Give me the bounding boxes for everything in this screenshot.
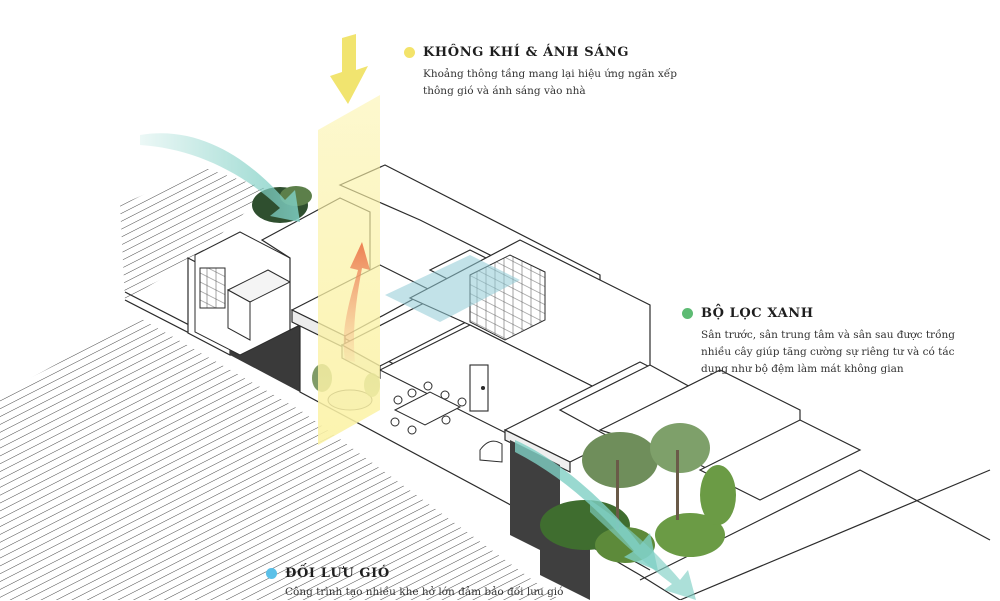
lounge-chair xyxy=(479,440,503,463)
legend-dot-blue-icon xyxy=(266,568,277,579)
annotation-title: KHÔNG KHÍ & ÁNH SÁNG xyxy=(423,45,630,60)
annotation-text: Công trình tạo nhiều khe hở lớn đảm bảo … xyxy=(285,586,564,598)
ground-hatching xyxy=(0,168,560,600)
legend-dot-green-icon xyxy=(682,308,693,319)
stack-ventilation-arrow xyxy=(343,242,370,362)
annotation-convection: ĐỐI LƯU GIÓ Công trình tạo nhiều khe hở … xyxy=(266,566,563,601)
kitchen xyxy=(194,231,292,356)
sunlight-arrow xyxy=(330,34,368,104)
annotation-text: thông gió và ánh sáng vào nhà xyxy=(423,85,586,97)
light-shaft xyxy=(318,95,380,445)
annotation-air-light: KHÔNG KHÍ & ÁNH SÁNG Khoảng thông tầng m… xyxy=(404,45,677,100)
annotation-title: BỘ LỌC XANH xyxy=(701,306,814,321)
rear-pergola xyxy=(503,361,862,501)
annotation-text: dụng như bộ đệm làm mát không gian xyxy=(701,363,904,375)
annotation-text: nhiều cây giúp tăng cường sự riêng tư và… xyxy=(701,346,955,358)
annotation-text: Sân trước, sân trung tâm và sân sau được… xyxy=(701,329,955,341)
legend-dot-yellow-icon xyxy=(404,47,415,58)
annotation-green-filter: BỘ LỌC XANH Sân trước, sân trung tâm và … xyxy=(682,306,955,378)
dining-set xyxy=(390,381,467,435)
annotation-title: ĐỐI LƯU GIÓ xyxy=(285,566,390,581)
wind-flow-arrows xyxy=(140,133,696,600)
annotation-text: Khoảng thông tầng mang lại hiệu ứng ngăn… xyxy=(423,68,677,80)
